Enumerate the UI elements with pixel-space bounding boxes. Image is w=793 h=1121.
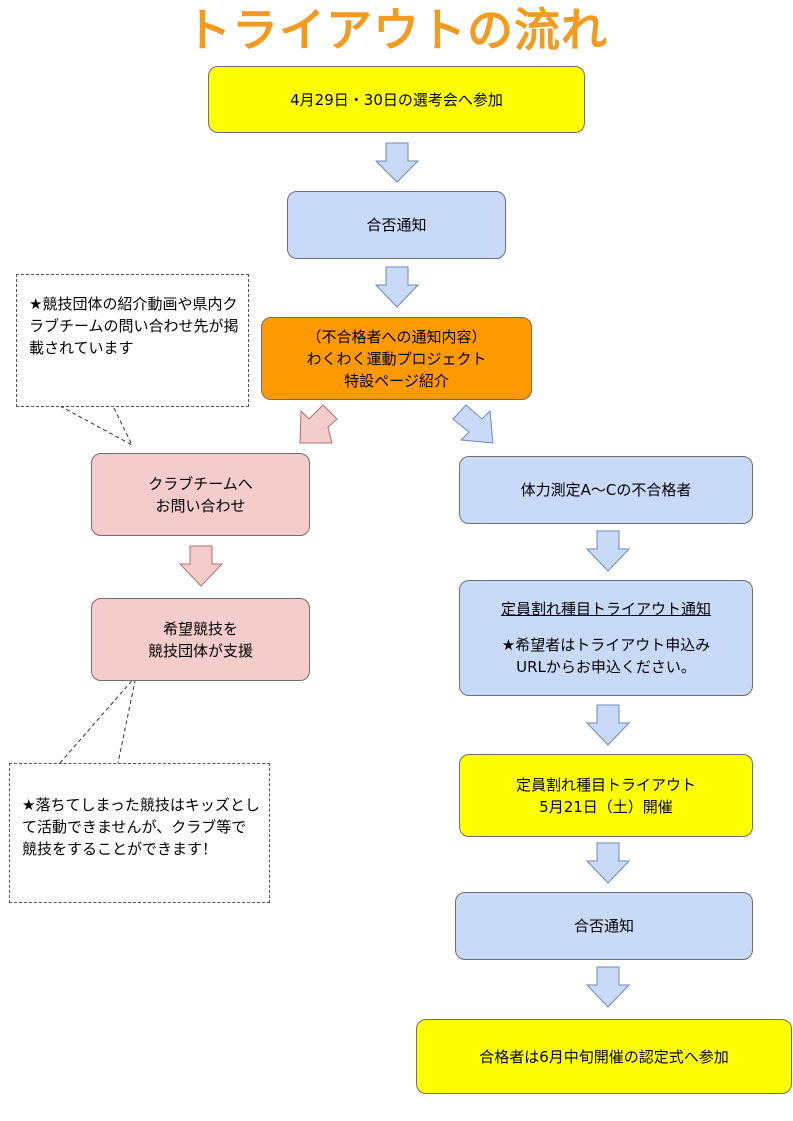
down-arrow-1 <box>374 142 420 183</box>
result-text-1: 合否通知 <box>366 216 427 234</box>
tryout-step: 定員割れ種目トライアウト 5月21日（土）開催 <box>459 754 753 837</box>
note-bottom-text: ★落ちてしまった競技はキッズとして活動できませんが、クラブ等で競技をすることがで… <box>22 796 260 858</box>
result-notice-2: 合否通知 <box>455 892 753 960</box>
down-arrow-4 <box>585 704 631 746</box>
down-arrow-2 <box>374 266 420 308</box>
note-bottom-tail <box>59 674 137 764</box>
fail-notice-step: （不合格者への通知内容） わくわく運動プロジェクト 特設ページ紹介 <box>261 317 532 400</box>
selection-text: 4月29日・30日の選考会へ参加 <box>290 90 503 109</box>
down-arrow-6 <box>585 966 631 1008</box>
down-arrow-3 <box>585 530 631 572</box>
note-top-text: ★競技団体の紹介動画や県内クラブチームの問い合わせ先が掲載されています <box>29 295 239 357</box>
support-line2: 競技団体が支援 <box>147 641 253 660</box>
club-line2: お問い合わせ <box>155 496 246 515</box>
diag-arrow-right <box>452 404 494 444</box>
result-text-2: 合否通知 <box>573 917 634 935</box>
club-line1: クラブチームへ <box>148 474 253 493</box>
support-line1: 希望競技を <box>162 619 238 638</box>
result-notice-1: 合否通知 <box>287 191 506 259</box>
fail-notice-line3: 特設ページ紹介 <box>344 371 449 390</box>
fail-notice-line1: （不合格者への通知内容） <box>306 327 487 346</box>
fail-notice-line2: わくわく運動プロジェクト <box>306 349 487 368</box>
tryout-line2: 5月21日（土）開催 <box>539 797 673 816</box>
diag-arrow-left <box>299 404 338 444</box>
selection-step: 4月29日・30日の選考会へ参加 <box>208 66 585 133</box>
fail-ac-text: 体力測定A～Cの不合格者 <box>520 481 692 499</box>
final-text: 合格者は6月中旬開催の認定式へ参加 <box>479 1047 729 1066</box>
page-title: トライアウトの流れ <box>185 3 608 57</box>
vacancy-line1: ★希望者はトライアウト申込み <box>501 636 711 654</box>
tryout-line1: 定員割れ種目トライアウト <box>515 775 696 794</box>
note-bottom: ★落ちてしまった競技はキッズとして活動できませんが、クラブ等で競技をすることがで… <box>9 763 270 903</box>
support-step: 希望競技を 競技団体が支援 <box>91 598 310 681</box>
note-top-tail <box>59 405 134 447</box>
vacancy-title: 定員割れ種目トライアウト通知 <box>500 600 711 618</box>
down-arrow-pink <box>178 545 224 587</box>
vacancy-line2: URLからお申込ください。 <box>516 658 696 676</box>
vacancy-notice-step: 定員割れ種目トライアウト通知 ★希望者はトライアウト申込み URLからお申込くだ… <box>459 580 753 696</box>
club-inquiry-step: クラブチームへ お問い合わせ <box>91 453 310 536</box>
final-step: 合格者は6月中旬開催の認定式へ参加 <box>416 1019 792 1094</box>
down-arrow-5 <box>585 842 631 884</box>
fail-ac-step: 体力測定A～Cの不合格者 <box>459 456 753 524</box>
note-top: ★競技団体の紹介動画や県内クラブチームの問い合わせ先が掲載されています <box>16 274 249 407</box>
